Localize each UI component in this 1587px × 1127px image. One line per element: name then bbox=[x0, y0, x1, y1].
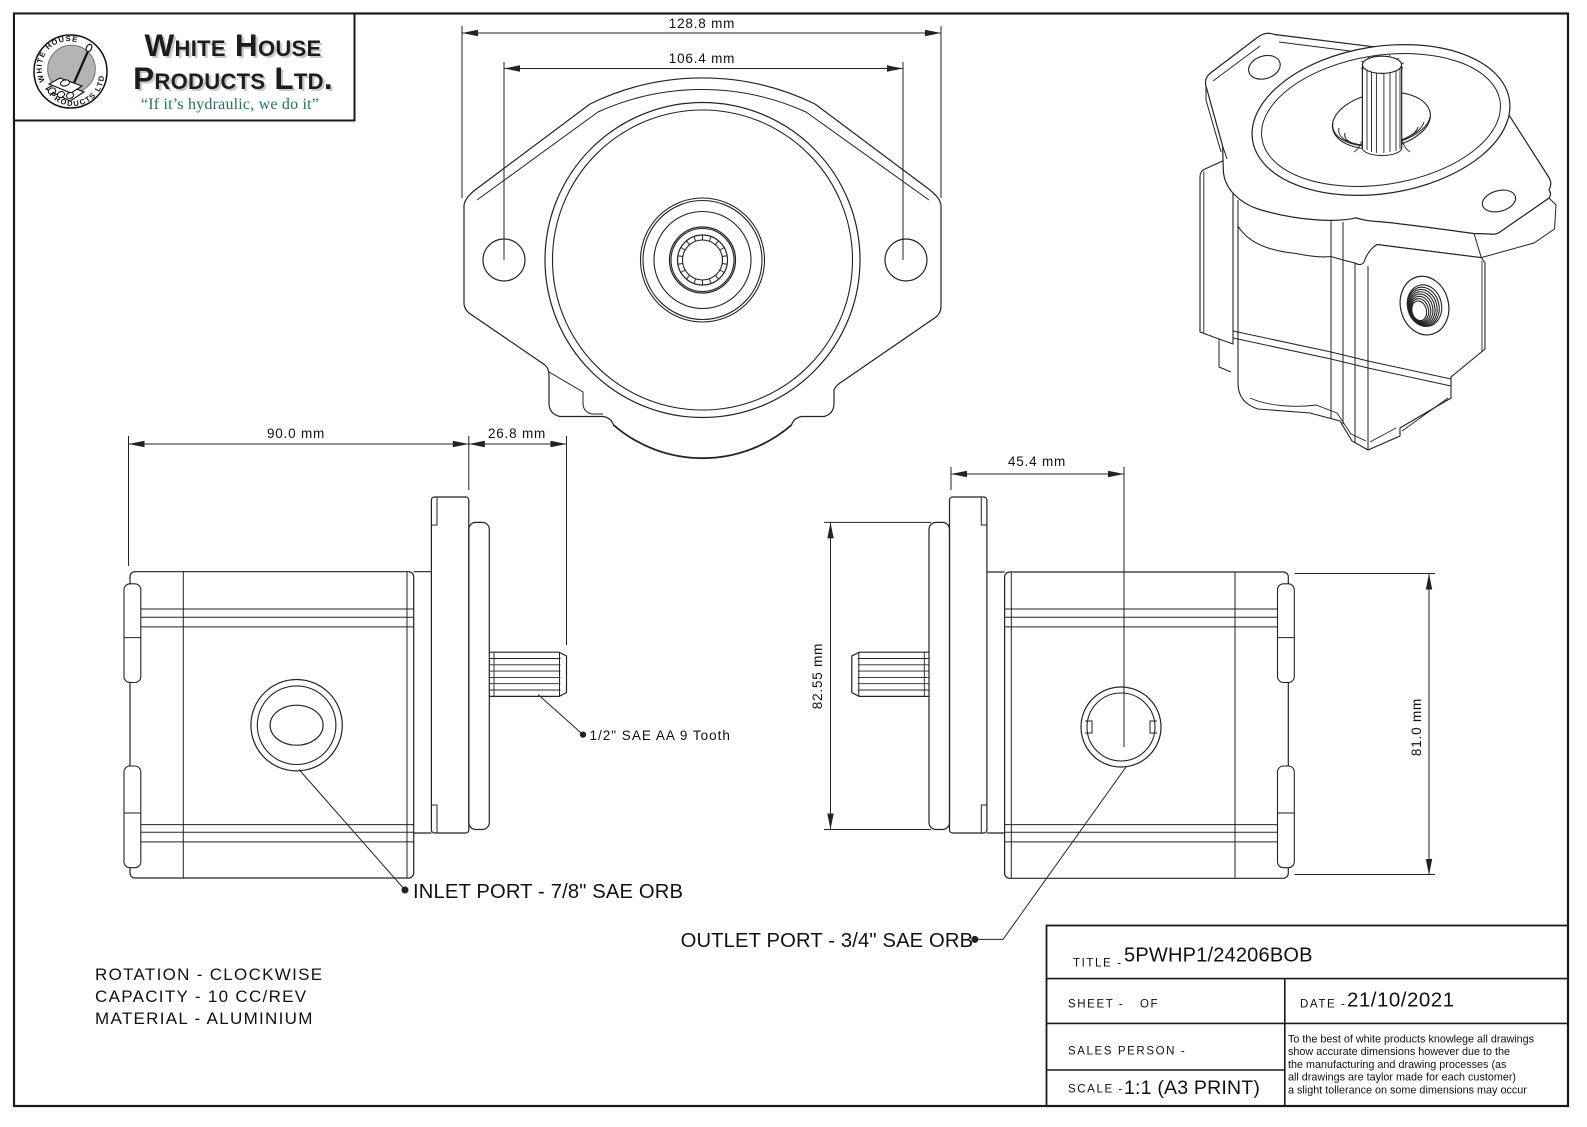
svg-text:all drawings are taylor made f: all drawings are taylor made for each cu… bbox=[1288, 1072, 1516, 1084]
svg-text:DATE -: DATE - bbox=[1300, 999, 1346, 1011]
svg-text:5PWHP1/24206BOB: 5PWHP1/24206BOB bbox=[1124, 945, 1313, 967]
svg-text:To the best of white products: To the best of white products knowlege a… bbox=[1288, 1033, 1535, 1045]
svg-text:a slight tollerance on some di: a slight tollerance on some dimensions m… bbox=[1288, 1084, 1527, 1096]
svg-text:INLET PORT - 7/8" SAE ORB: INLET PORT - 7/8" SAE ORB bbox=[413, 881, 683, 903]
svg-text:106.4 mm: 106.4 mm bbox=[669, 51, 735, 66]
svg-text:128.8 mm: 128.8 mm bbox=[669, 16, 735, 31]
svg-text:the manufacturing and drawing: the manufacturing and drawing processes … bbox=[1288, 1059, 1507, 1071]
svg-text:82.55 mm: 82.55 mm bbox=[810, 643, 825, 709]
svg-text:81.0 mm: 81.0 mm bbox=[1409, 698, 1424, 756]
svg-text:26.8 mm: 26.8 mm bbox=[488, 426, 546, 441]
svg-text:SALES PERSON -: SALES PERSON - bbox=[1068, 1046, 1186, 1058]
svg-text:MATERIAL - ALUMINIUM: MATERIAL - ALUMINIUM bbox=[95, 1009, 314, 1028]
svg-text:show accurate dimensions howev: show accurate dimensions however due to … bbox=[1288, 1046, 1510, 1058]
svg-text:CAPACITY - 10 CC/REV: CAPACITY - 10 CC/REV bbox=[95, 987, 307, 1006]
svg-text:Products Ltd.: Products Ltd. bbox=[133, 60, 333, 96]
svg-text:1/2" SAE AA 9 Tooth: 1/2" SAE AA 9 Tooth bbox=[590, 728, 731, 743]
svg-text:OF: OF bbox=[1140, 999, 1159, 1011]
svg-text:1:1 (A3 PRINT): 1:1 (A3 PRINT) bbox=[1124, 1077, 1260, 1099]
svg-text:TITLE -: TITLE - bbox=[1073, 958, 1123, 970]
svg-text:“If it’s hydraulic, we do it”: “If it’s hydraulic, we do it” bbox=[141, 96, 319, 113]
svg-text:SHEET -: SHEET - bbox=[1068, 999, 1124, 1011]
svg-text:White House: White House bbox=[145, 27, 322, 63]
svg-text:SCALE -: SCALE - bbox=[1068, 1084, 1124, 1096]
svg-text:ROTATION - CLOCKWISE: ROTATION - CLOCKWISE bbox=[95, 965, 323, 984]
svg-text:OUTLET PORT - 3/4" SAE ORB: OUTLET PORT - 3/4" SAE ORB bbox=[681, 930, 974, 952]
svg-text:45.4 mm: 45.4 mm bbox=[1008, 454, 1066, 469]
svg-text:21/10/2021: 21/10/2021 bbox=[1347, 989, 1455, 1012]
svg-text:90.0 mm: 90.0 mm bbox=[267, 426, 325, 441]
